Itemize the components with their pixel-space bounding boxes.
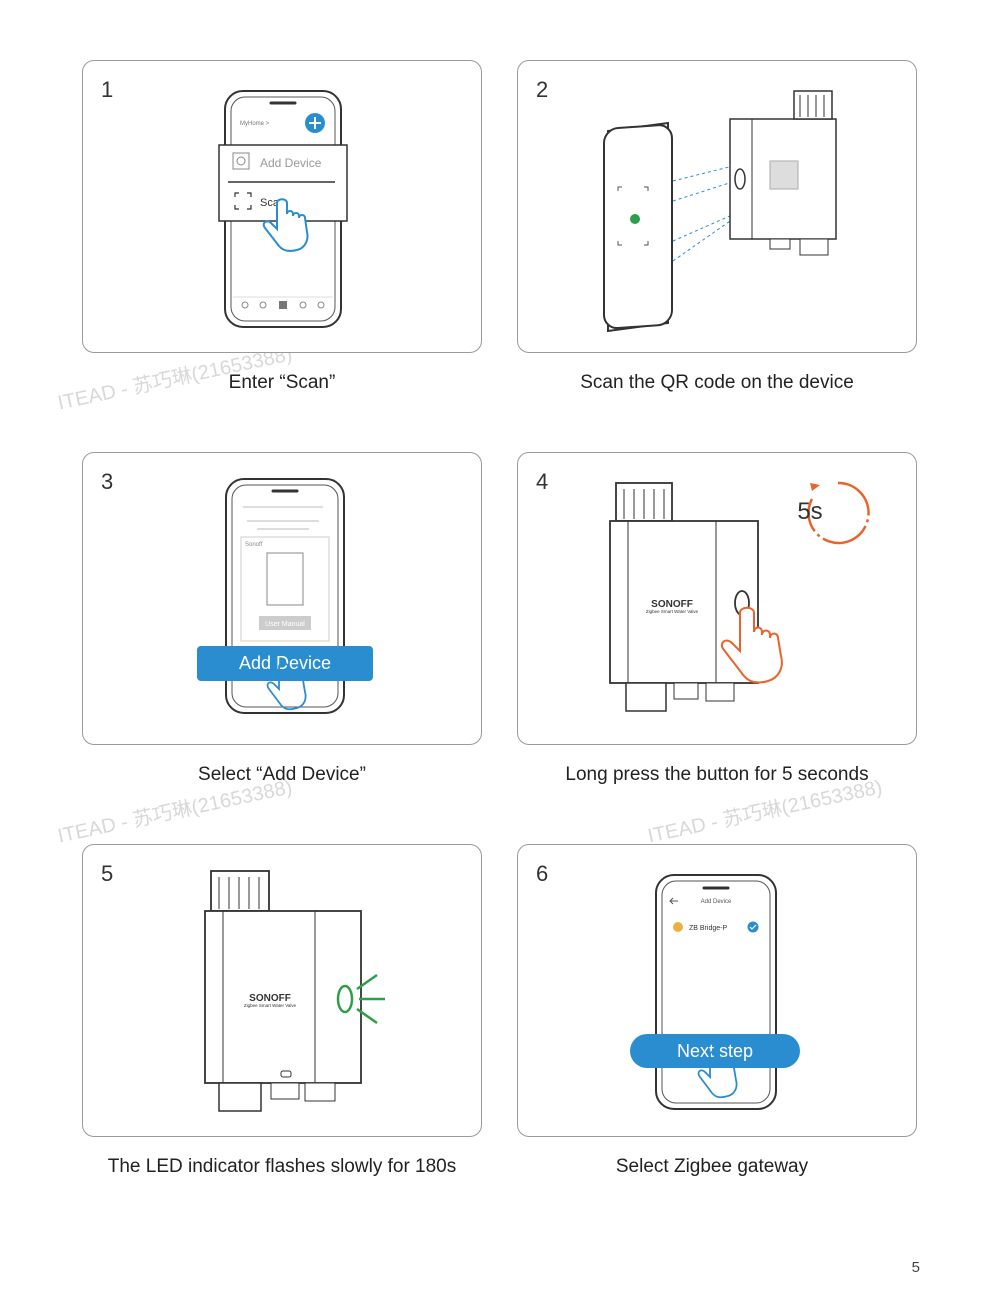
qr-scan-illustration <box>603 90 837 333</box>
step-5-caption: The LED indicator flashes slowly for 180… <box>107 1156 457 1177</box>
device-brand: SONOFF <box>249 993 291 1004</box>
home-label: MyHome > <box>240 121 270 127</box>
step-4-caption: Long press the button for 5 seconds <box>565 764 869 785</box>
step-number: 4 <box>536 469 549 494</box>
menu-add-device: Add Device <box>260 156 322 170</box>
timer-label: 5s <box>797 498 822 525</box>
step-3-panel: 3 Sonoff User Manual Add Device <box>82 452 482 745</box>
user-manual-label: User Manual <box>265 621 305 628</box>
gateway-name: ZB Bridge-P <box>689 925 727 932</box>
brand-label: Sonoff <box>245 542 263 548</box>
device-name: Zigbee Smart Water Valve <box>646 609 699 614</box>
long-press-illustration: SONOFF Zigbee Smart Water Valve 5s <box>609 481 870 712</box>
step-2-caption: Scan the QR code on the device <box>580 372 854 393</box>
step-4-panel: 4 SONOFF Zigbee Smart Water Valve 5s <box>517 452 917 745</box>
step-1-panel: 1 MyHome > Add Device Scan <box>82 60 482 353</box>
step-number: 1 <box>101 77 114 102</box>
led-flash-illustration: SONOFF Zigbee Smart Water Valve <box>204 870 385 1112</box>
step-5-panel: 5 SONOFF Zigbee Smart Water Valve <box>82 844 482 1137</box>
step-6-panel: 6 Add Device ZB Bridge-P Next step <box>517 844 917 1137</box>
screen-title: Add Device <box>701 899 732 905</box>
step-number: 3 <box>101 469 114 494</box>
step-2-panel: 2 <box>517 60 917 353</box>
device-name: Zigbee Smart Water Valve <box>244 1003 297 1008</box>
step-3-caption: Select “Add Device” <box>198 764 366 785</box>
device-brand: SONOFF <box>651 599 693 610</box>
step-1-caption: Enter “Scan” <box>228 372 336 393</box>
add-device-button[interactable]: Add Device <box>197 646 373 681</box>
add-device-phone-illustration: Sonoff User Manual <box>225 478 345 714</box>
step-number: 6 <box>536 861 549 886</box>
page-number: 5 <box>911 1259 920 1276</box>
gateway-phone-illustration: Add Device ZB Bridge-P <box>655 874 777 1110</box>
step-6-caption: Select Zigbee gateway <box>615 1156 809 1177</box>
step-number: 5 <box>101 861 114 886</box>
phone-scan-illustration: MyHome > Add Device Scan <box>218 90 348 328</box>
step-number: 2 <box>536 77 549 102</box>
next-step-button[interactable]: Next step <box>630 1034 800 1068</box>
